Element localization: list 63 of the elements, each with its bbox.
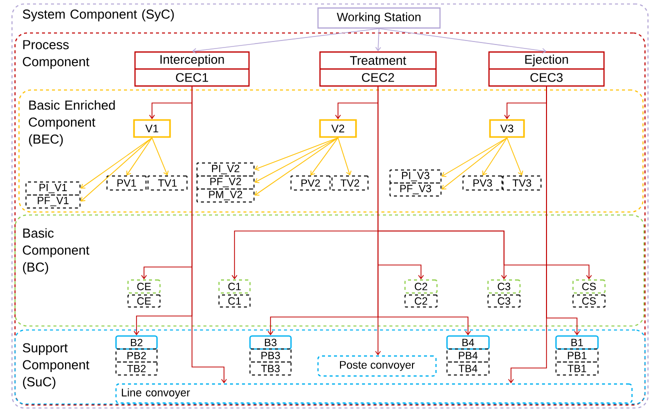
component-box: B2 (115, 335, 158, 350)
dashed-box: TV2 (332, 176, 368, 190)
station-box: Working Station (317, 7, 441, 29)
arrow (442, 137, 508, 190)
dashed-box: CE (127, 279, 161, 294)
dashed-box: PV2 (290, 176, 330, 190)
arrow (375, 28, 382, 52)
arrow (254, 137, 338, 171)
dashed-box: C3 (487, 279, 521, 294)
arrow (80, 137, 152, 202)
dashed-box: PV3 (462, 176, 502, 190)
component-box: Treatment CEC2 (319, 51, 437, 87)
arrow (482, 137, 508, 176)
component-box: Ejection CEC3 (488, 51, 605, 87)
arrow (338, 137, 352, 176)
dashed-box: CE (128, 294, 160, 308)
dashed-box: PI_V2 (196, 162, 254, 176)
arrow (378, 28, 546, 54)
arrow (192, 86, 227, 384)
dashed-box: PF_V2 (196, 176, 254, 190)
dashed-box: TV3 (502, 176, 542, 190)
component-box: V3 (489, 119, 525, 138)
dashed-box: PB1 (556, 348, 598, 362)
arrow (375, 86, 381, 356)
component-box: Interception CEC1 (134, 51, 250, 87)
dashed-box: TV1 (148, 176, 188, 190)
component-box: V2 (319, 119, 357, 138)
arrow (310, 137, 338, 176)
dashed-box: C1 (218, 279, 251, 294)
dashed-box: C3 (488, 294, 520, 308)
arrow (80, 137, 152, 189)
dashed-box: TB4 (446, 362, 490, 376)
arrow (508, 86, 547, 384)
dashed-box: TB3 (250, 362, 292, 376)
dashed-box: TB2 (116, 362, 158, 376)
component-box: B4 (446, 335, 490, 350)
dashed-box: PB3 (250, 348, 292, 362)
arrow (506, 137, 524, 176)
dashed-box: PF_V1 (26, 194, 80, 208)
dashed-box: PI_V1 (26, 182, 80, 196)
component-box: B3 (249, 335, 292, 350)
arrow (152, 137, 169, 176)
dashed-box: PM_V2 (196, 188, 254, 202)
dashed-box: PI_V3 (390, 170, 442, 184)
dashed-box: PB2 (116, 348, 158, 362)
dashed-box: PF_V3 (390, 182, 442, 196)
arrow (192, 28, 380, 54)
dashed-box: PV1 (106, 176, 146, 190)
dashed-box: CS (572, 279, 606, 294)
dashed-box: C2 (404, 294, 438, 308)
dashed-box: CS (572, 294, 606, 308)
dashed-box: Poste convoyer (317, 355, 437, 377)
dashed-box: Line convoyer (115, 383, 633, 404)
arrow (442, 137, 508, 177)
dashed-box: C2 (404, 279, 438, 294)
arrow (126, 137, 152, 176)
dashed-box: TB1 (556, 362, 598, 376)
arrow (254, 137, 338, 196)
dashed-box: PB4 (446, 348, 490, 362)
dashed-box: C1 (218, 294, 250, 308)
component-box: V1 (133, 119, 171, 138)
component-box: B1 (555, 335, 599, 350)
arrow (254, 137, 338, 184)
